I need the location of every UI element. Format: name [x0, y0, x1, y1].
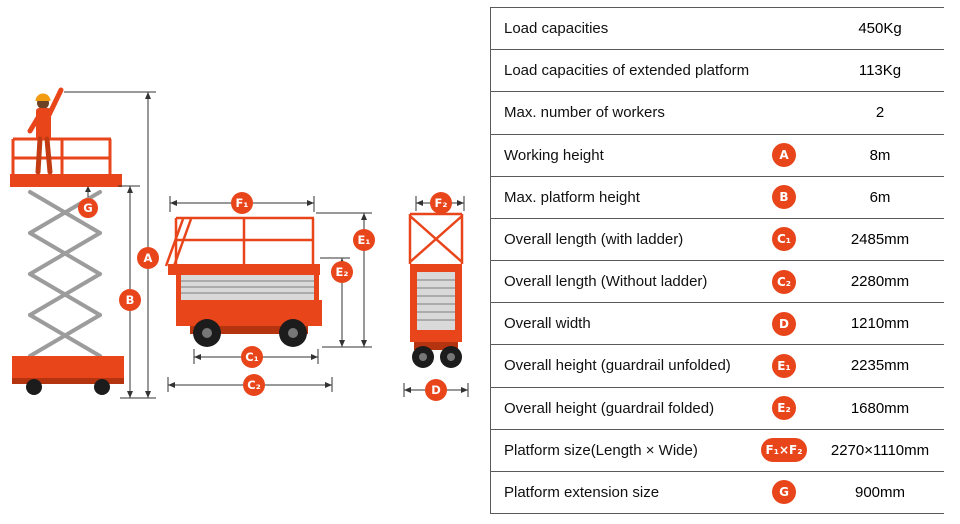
dim-badge-c2: C₂: [771, 269, 797, 294]
spec-label: Overall length (with ladder): [504, 230, 684, 248]
dim-badge-b: B: [772, 185, 796, 210]
badge-cell: G: [752, 480, 816, 505]
dim-label-d: D: [431, 383, 441, 397]
badge-cell: F₁×F₂: [752, 438, 816, 463]
worker-figure: [27, 87, 64, 175]
elevated-lift-drawing: G A B: [10, 87, 159, 399]
dim-label-e1: E₁: [358, 233, 371, 247]
spec-value: 450Kg: [858, 20, 902, 38]
dim-c1-c2: C₁ C₂: [167, 346, 333, 396]
side-folded-scissors: [176, 275, 319, 300]
dim-f2: F₂: [415, 192, 465, 214]
spec-label: Overall length (Without ladder): [504, 273, 708, 291]
dim-label-b: B: [126, 293, 135, 307]
platform-guardrail: [10, 137, 122, 187]
dim-badge-f1xf2: F₁×F₂: [760, 438, 808, 463]
spec-label: Load capacities of extended platform: [504, 62, 750, 80]
dim-a-b: A B: [64, 91, 159, 399]
badge-cell: B: [752, 185, 816, 210]
spec-value: 6m: [869, 188, 891, 206]
table-row: Overall width D 1210mm: [491, 303, 944, 346]
table-row: Max. platform height B 6m: [491, 177, 944, 219]
badge-cell: E₂: [752, 396, 816, 421]
table-row: Overall length (Without ladder) C₂ 2280m…: [491, 261, 944, 304]
dim-label-c2: C₂: [247, 378, 260, 392]
table-row: Overall height (guardrail folded) E₂ 168…: [491, 388, 944, 430]
spec-value: 113Kg: [858, 62, 902, 80]
spec-value: 2: [875, 104, 885, 122]
badge-cell: E₁: [752, 353, 816, 378]
dim-label-g: G: [83, 201, 92, 215]
dim-badge-e1: E₁: [772, 353, 796, 378]
badge-cell: D: [752, 311, 816, 336]
spec-value: 1210mm: [850, 315, 910, 333]
badge-cell: C₂: [752, 269, 816, 294]
table-row: Overall length (with ladder) C₁ 2485mm: [491, 219, 944, 262]
spec-label: Platform size(Length × Wide): [504, 441, 698, 459]
dim-badge-c1: C₁: [771, 227, 797, 252]
scissor-lift-diagram: G A B: [10, 87, 469, 401]
table-row: Working height A 8m: [491, 135, 944, 177]
table-row: Overall height (guardrail unfolded) E₁ 2…: [491, 345, 944, 388]
end-guardrail: [408, 212, 464, 264]
spec-value: 2235mm: [850, 357, 910, 375]
lift-base: [12, 356, 124, 395]
dim-badge-a: A: [772, 143, 796, 168]
side-chassis: [176, 300, 322, 347]
spec-value: 1680mm: [850, 399, 910, 417]
table-row: Load capacities of extended platform 113…: [491, 50, 944, 93]
dim-label-a: A: [144, 251, 153, 265]
spec-label: Overall height (guardrail folded): [504, 399, 715, 417]
dim-label-f1: F₁: [236, 196, 249, 210]
spec-value: 2485mm: [850, 230, 910, 248]
dim-e1-e2: E₁ E₂: [316, 212, 375, 348]
dim-label-e2: E₂: [336, 265, 349, 279]
spec-label: Overall width: [504, 315, 591, 333]
dim-g: G: [78, 186, 98, 218]
side-guardrail: [164, 216, 315, 267]
spec-label: Overall height (guardrail unfolded): [504, 357, 731, 375]
side-platform-floor: [168, 264, 320, 275]
lift-diagram-pane: G A B: [10, 87, 469, 401]
spec-table: Load capacities 450Kg Load capacities of…: [490, 7, 944, 515]
spec-value: 2270×1110mm: [830, 441, 930, 459]
dim-f1: F₁: [169, 192, 315, 214]
spec-value: 8m: [869, 146, 891, 164]
badge-cell: A: [752, 143, 816, 168]
dim-badge-e2: E₂: [772, 396, 796, 421]
spec-label: Platform extension size: [504, 483, 660, 501]
dim-label-c1: C₁: [245, 350, 258, 364]
side-view-drawing: F₁: [164, 192, 375, 396]
badge-cell: C₁: [752, 227, 816, 252]
spec-value: 900mm: [854, 483, 906, 501]
spec-label: Load capacities: [504, 20, 609, 38]
spec-label: Working height: [504, 146, 604, 164]
dim-badge-d: D: [772, 311, 796, 336]
table-row: Platform extension size G 900mm: [491, 472, 944, 515]
spec-value: 2280mm: [850, 273, 910, 291]
end-view-drawing: F₂: [403, 192, 469, 401]
end-body: [410, 264, 462, 368]
dim-badge-g: G: [772, 480, 796, 505]
table-row: Platform size(Length × Wide) F₁×F₂ 2270×…: [491, 430, 944, 472]
table-row: Max. number of workers 2: [491, 92, 944, 135]
spec-label: Max. platform height: [504, 188, 640, 206]
spec-label: Max. number of workers: [504, 104, 665, 122]
table-row: Load capacities 450Kg: [491, 8, 944, 51]
dim-d: D: [403, 379, 469, 401]
dim-label-f2: F₂: [435, 196, 448, 210]
